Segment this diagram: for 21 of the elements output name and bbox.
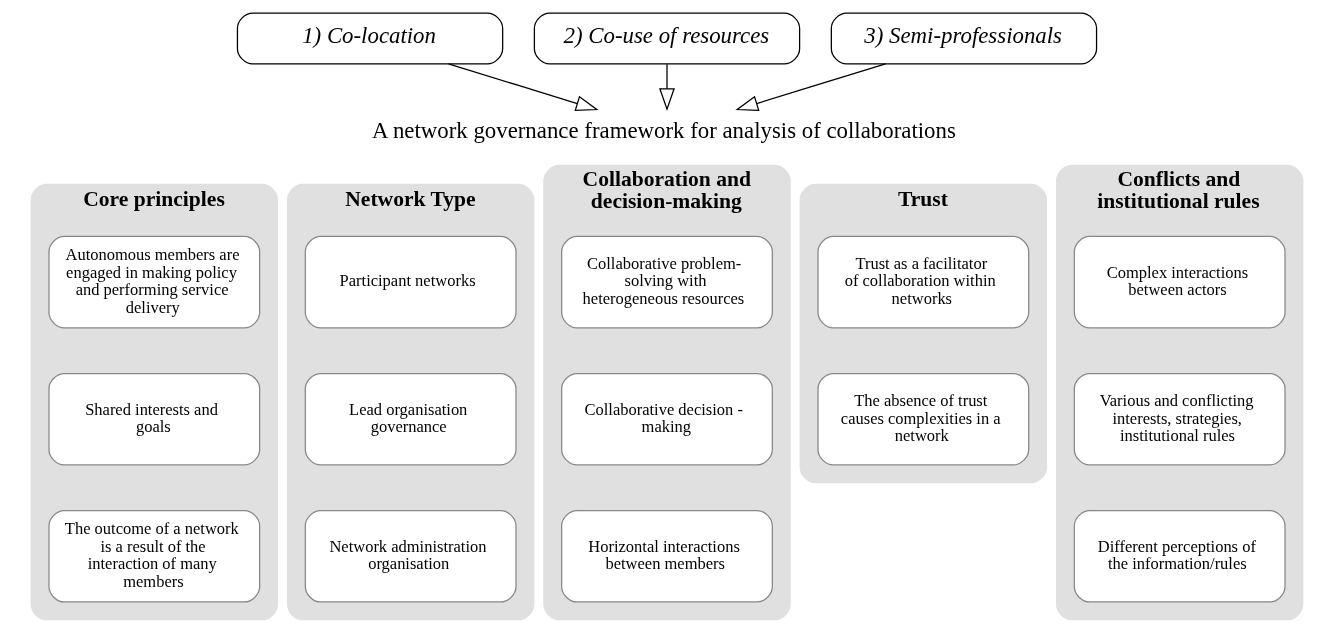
node-box: Shared interests and goals <box>48 372 261 466</box>
node-box: The outcome of a network is a result of the interaction of many members <box>48 509 261 603</box>
node-box: Trust as a facilitator of collaboration within networks <box>817 235 1030 329</box>
node-box: 2) Co-use of resources <box>533 12 801 65</box>
node-box: Different perceptions of the information/rules <box>1073 509 1286 603</box>
node-box: Collaborative problem-solving with heterogeneous resources <box>561 235 773 329</box>
node-box: Participant networks <box>304 235 517 329</box>
node-box: Autonomous members are engaged in making policy and performing service delivery <box>48 235 261 329</box>
node-box: 1) Co-location <box>236 12 504 65</box>
arrow <box>735 63 887 112</box>
arrow <box>447 63 599 112</box>
node-box: Network administration organisation <box>304 509 517 603</box>
node-box: Various and conflicting interests, strategies, institutional rules <box>1073 372 1286 466</box>
node-text: A network governance framework for analysis of collaborations <box>371 118 956 143</box>
arrow <box>659 63 675 111</box>
node-box: Collaborative decision - making <box>561 372 773 466</box>
node-box: The absence of trust causes complexities in a network <box>817 372 1030 466</box>
node-box: Complex interactions between actors <box>1073 235 1286 329</box>
node-box: Lead organisation governance <box>304 372 517 466</box>
node-box: Horizontal interactions between members <box>561 509 773 603</box>
node-box: 3) Semi-professionals <box>830 12 1098 65</box>
